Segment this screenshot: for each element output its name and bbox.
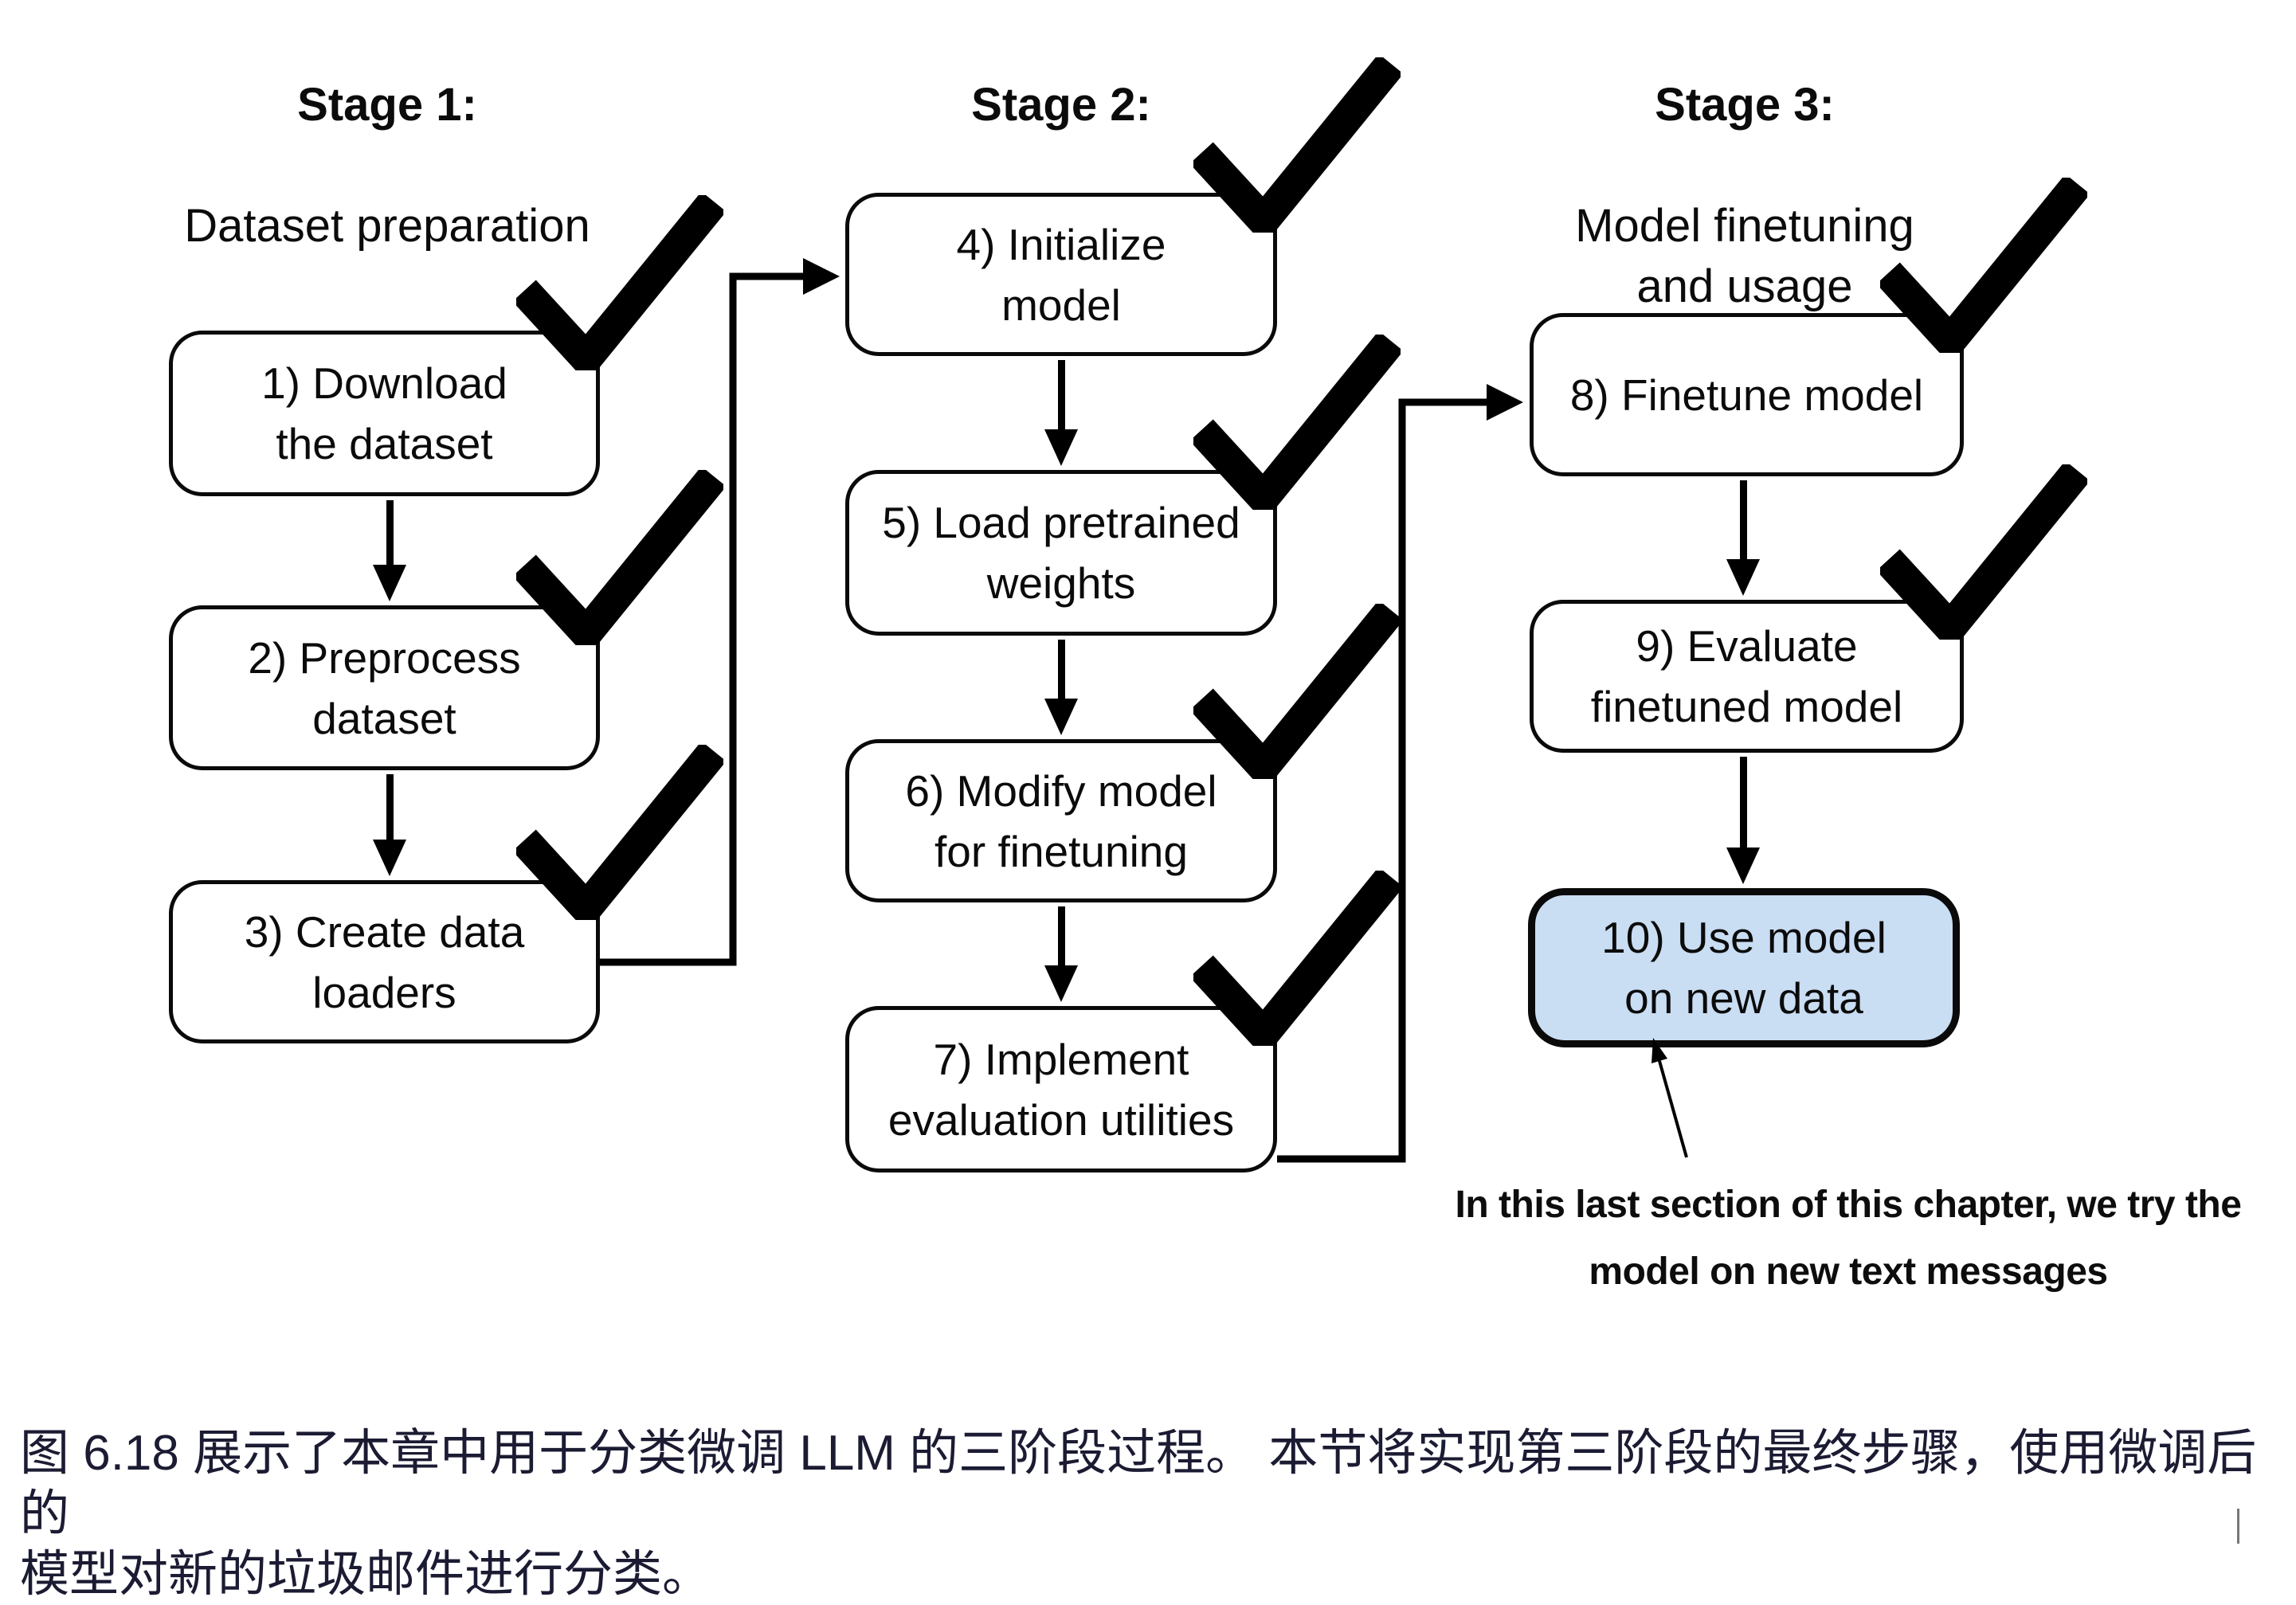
arrow-down-icon xyxy=(1044,640,1078,735)
arrow-down-icon xyxy=(373,500,406,601)
arrow-down-icon xyxy=(1726,480,1760,596)
checkmark-icon xyxy=(1193,604,1401,779)
flow-box-download-dataset: 1) Download the dataset xyxy=(169,331,600,496)
stage2-title: Stage 2: xyxy=(971,79,1151,131)
checkmark-icon xyxy=(516,195,723,370)
text-cursor xyxy=(2237,1509,2239,1544)
annotation-arrow-icon xyxy=(1651,1038,1688,1158)
flow-box-use-model-new-data: 10) Use model on new data xyxy=(1528,888,1960,1047)
stage3-subtitle: Model finetuning and usage xyxy=(1575,200,1914,312)
arrow-down-icon xyxy=(1044,360,1078,466)
stage1-header: Stage 1: Dataset preparation xyxy=(184,14,590,317)
checkmark-icon xyxy=(516,745,723,920)
checkmark-icon xyxy=(1193,335,1401,510)
arrow-down-icon xyxy=(1044,906,1078,1002)
flow-box-load-pretrained-weights: 5) Load pretrained weights xyxy=(845,470,1277,636)
flow-box-implement-evaluation: 7) Implement evaluation utilities xyxy=(845,1006,1277,1172)
stage3-title: Stage 3: xyxy=(1655,79,1835,131)
flow-box-initialize-model: 4) Initialize model xyxy=(845,193,1277,356)
checkmark-icon xyxy=(1880,178,2087,353)
stage3-header: Stage 3: Model finetuning and usage xyxy=(1575,14,1914,378)
arrow-down-icon xyxy=(373,774,406,876)
stage1-title: Stage 1: xyxy=(297,79,477,131)
flow-box-evaluate-finetuned-model: 9) Evaluate finetuned model xyxy=(1530,600,1964,753)
annotation-line1: In this last section of this chapter, we… xyxy=(1455,1184,2242,1226)
connector-box7-to-box8 xyxy=(1277,384,1523,1163)
connector-box3-to-box4 xyxy=(600,258,840,966)
flow-box-modify-model: 6) Modify model for finetuning xyxy=(845,739,1277,902)
checkmark-icon xyxy=(1880,464,2087,640)
figure-caption: 图 6.18 展示了本章中用于分类微调 LLM 的三阶段过程。 本节将实现第三阶… xyxy=(20,1426,2257,1602)
annotation-line2: model on new text messages xyxy=(1589,1251,2108,1293)
checkmark-icon xyxy=(516,470,723,645)
checkmark-icon xyxy=(1193,57,1401,233)
flow-box-create-data-loaders: 3) Create data loaders xyxy=(169,880,600,1043)
stage1-subtitle: Dataset preparation xyxy=(184,200,590,252)
checkmark-icon xyxy=(1193,871,1401,1046)
flow-box-preprocess-dataset: 2) Preprocess dataset xyxy=(169,605,600,770)
arrow-down-icon xyxy=(1726,757,1760,884)
flow-box-finetune-model: 8) Finetune model xyxy=(1530,313,1964,476)
